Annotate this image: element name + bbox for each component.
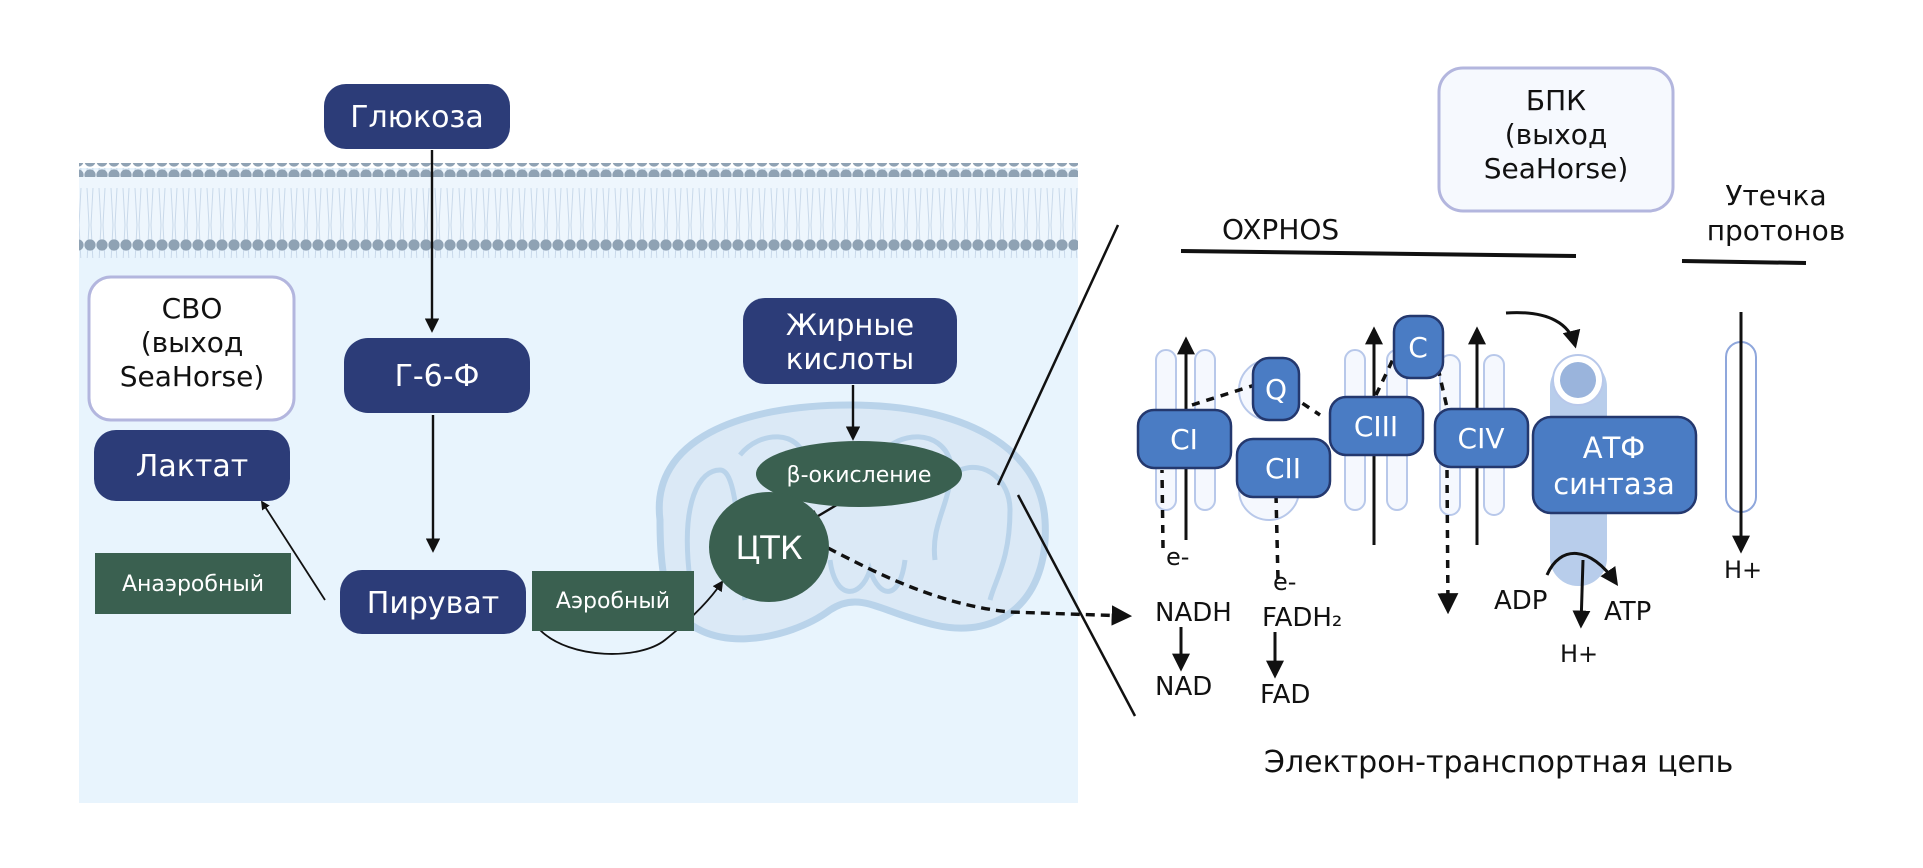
arrow-pyruvate-to-tca	[539, 580, 724, 655]
complex-iii-label: CIII	[1354, 410, 1398, 443]
etc-panel: БПК (выход SeaHorse) OXPHOS Утечка прото…	[1136, 66, 1846, 780]
ocr-label: БПК	[1526, 84, 1586, 117]
ocr-label-line2: (выход	[1505, 118, 1608, 151]
atp-synthase-label: АТФ	[1583, 431, 1646, 465]
electron-path-ci	[1160, 469, 1165, 549]
complex-iv-label: CIV	[1458, 422, 1505, 455]
plasma-membrane	[79, 163, 1078, 258]
label-anaerobic: Анаэробный	[95, 553, 291, 614]
electron-label-2: e-	[1273, 568, 1296, 596]
ecar-label-line3: SeaHorse)	[120, 360, 265, 393]
fatty-acids-label: Жирные	[786, 308, 914, 342]
atp-synthase: АТФ синтаза	[1531, 415, 1698, 515]
g6p-label: Г-6-Ф	[395, 359, 480, 394]
etc-labels: e- e- NADH NAD FADH₂ FAD ADP ATP H+ H+	[1155, 543, 1762, 710]
arrow-tca-to-nadh	[827, 546, 1133, 626]
fatty-acids-label-line2: кислоты	[786, 342, 914, 376]
glucose-label: Глюкоза	[350, 100, 484, 135]
etc-title: Электрон-транспортная цепь	[1264, 745, 1733, 780]
complex-ii: CII	[1235, 437, 1332, 499]
complex-q: Q	[1251, 356, 1301, 422]
atp-label: ATP	[1604, 597, 1651, 627]
complex-i-label: CI	[1170, 423, 1198, 456]
nad-label: NAD	[1155, 672, 1212, 702]
node-fatty-acids: Жирные кислоты	[743, 298, 957, 384]
electron-path-civ	[1437, 469, 1459, 615]
proton-leak-label-line2: протонов	[1707, 214, 1846, 247]
aerobic-label: Аэробный	[556, 589, 670, 614]
zoom-lines	[996, 224, 1137, 717]
fad-label: FAD	[1260, 680, 1310, 710]
tca-label: ЦТК	[735, 529, 802, 567]
complex-c: C	[1392, 314, 1445, 380]
node-tca-cycle: ЦТК	[709, 492, 829, 602]
complex-i: CI	[1136, 408, 1233, 470]
nadh-label: NADH	[1155, 598, 1232, 628]
complex-ii-label: CII	[1265, 452, 1301, 485]
pyruvate-label: Пируват	[367, 586, 499, 621]
atp-synthase-label-line2: синтаза	[1553, 467, 1675, 501]
fadh2-label: FADH₂	[1262, 603, 1342, 633]
ecar-label-line2: (выход	[141, 326, 244, 359]
oxphos-underline	[1180, 249, 1577, 258]
ocr-label-line3: SeaHorse)	[1484, 152, 1629, 185]
complex-iv: CIV	[1433, 407, 1530, 469]
arrow-pyruvate-to-lactate	[261, 500, 326, 601]
proton-leak-label: Утечка	[1725, 179, 1826, 212]
proton-leak-underline	[1681, 259, 1807, 265]
ocr-seahorse-box: БПК (выход SeaHorse)	[1437, 66, 1675, 213]
adp-label: ADP	[1494, 586, 1548, 616]
complex-iii: CIII	[1328, 395, 1425, 457]
electron-label-1: e-	[1166, 543, 1189, 571]
proton-label-synthase: H+	[1560, 640, 1598, 668]
oxphos-label: OXPHOS	[1222, 213, 1339, 246]
ecar-seahorse-box: СВО (выход SeaHorse)	[87, 275, 296, 422]
node-lactate: Лактат	[94, 430, 290, 501]
lactate-label: Лактат	[136, 449, 248, 484]
beta-oxidation-label: β-окисление	[787, 463, 932, 488]
node-beta-oxidation: β-окисление	[756, 441, 962, 507]
node-glucose: Глюкоза	[324, 84, 510, 149]
complex-c-label: C	[1408, 331, 1428, 364]
ecar-label: СВО	[162, 292, 223, 325]
complex-q-label: Q	[1265, 373, 1287, 406]
node-pyruvate: Пируват	[340, 570, 526, 634]
cell-panel: СВО (выход SeaHorse) Глюкоза Г-6-Ф Пирув…	[79, 84, 1133, 803]
anaerobic-label: Анаэробный	[122, 572, 264, 597]
proton-label-leak: H+	[1724, 556, 1762, 584]
label-aerobic: Аэробный	[532, 571, 694, 631]
node-g6p: Г-6-Ф	[344, 338, 530, 413]
